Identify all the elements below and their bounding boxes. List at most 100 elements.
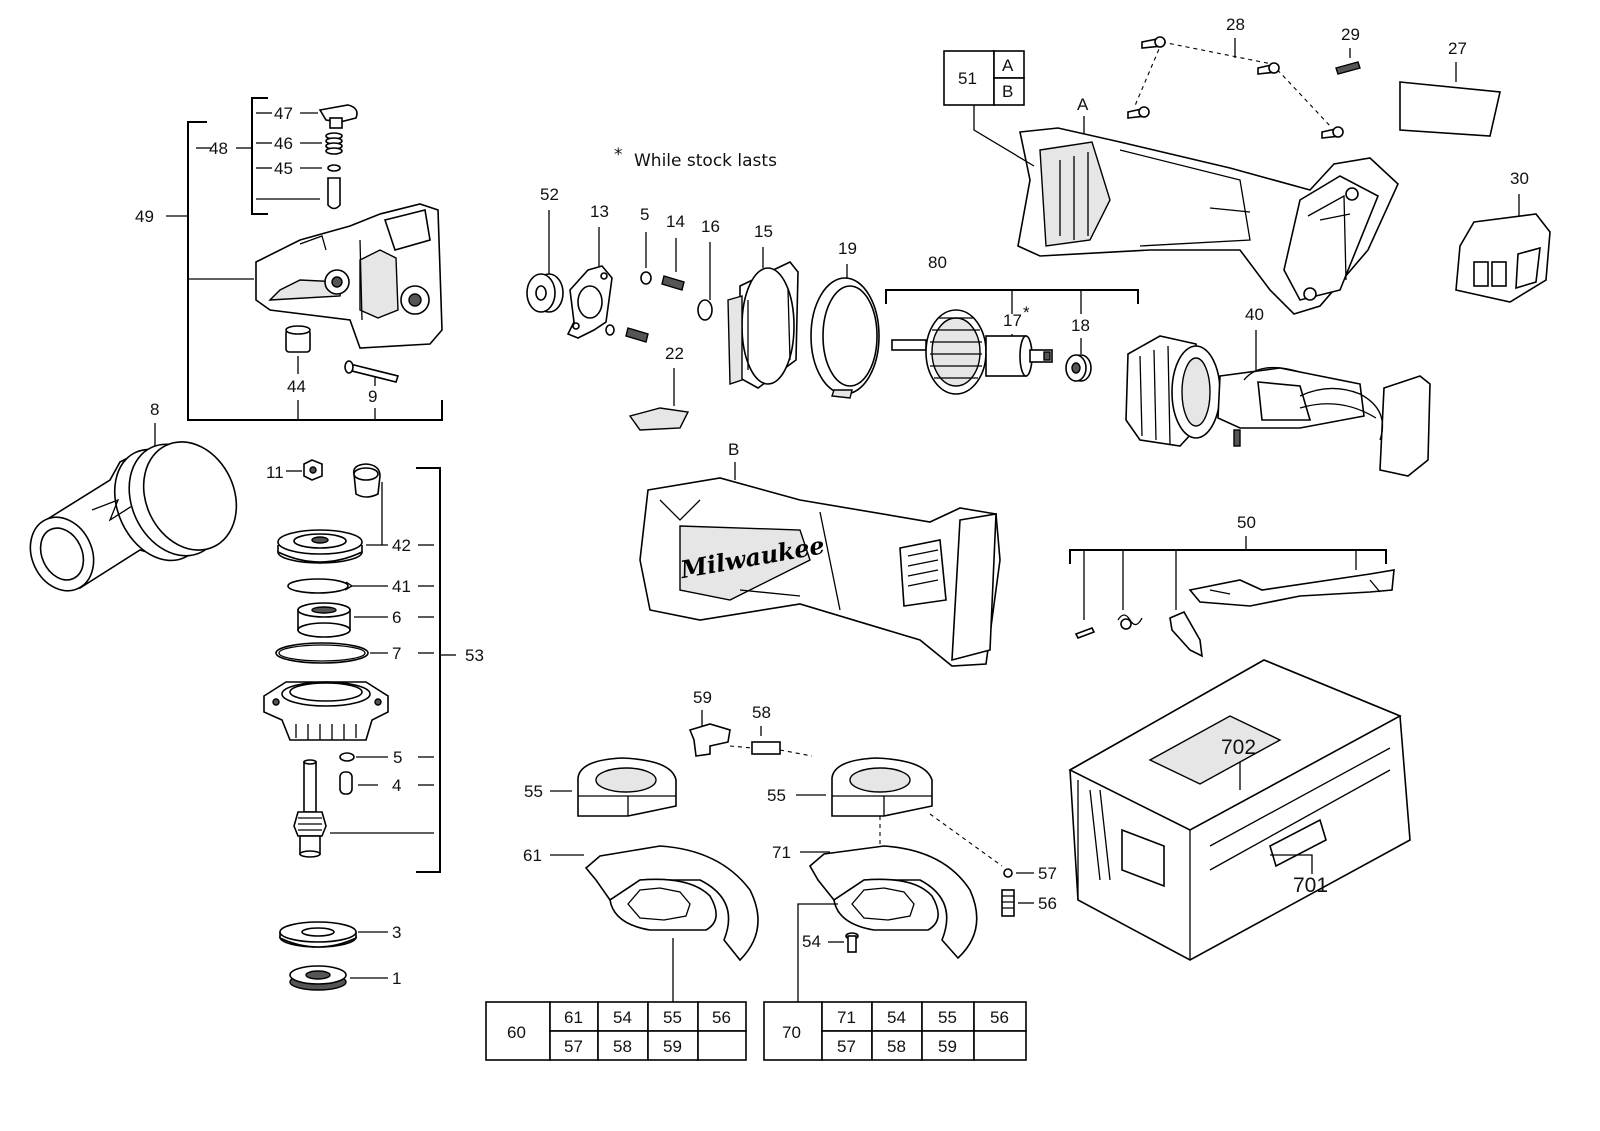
ring-part-19 [810, 277, 880, 399]
screw-part-14b [625, 327, 649, 343]
label-44: 44 [287, 377, 306, 396]
label-13: 13 [590, 202, 609, 221]
screws-part-28 [1127, 36, 1344, 139]
trigger-parts-50 [1074, 569, 1395, 658]
label-59: 59 [693, 688, 712, 707]
bracket-50 [1069, 549, 1387, 564]
guard-part-71 [808, 845, 978, 960]
label-701: 701 [1293, 874, 1328, 897]
kit-70-r1c4: 56 [990, 1008, 1009, 1027]
bearing-part-52 [526, 273, 564, 313]
label-41: 41 [392, 577, 411, 596]
label-5-spindle: 5 [393, 748, 402, 767]
label-55-right: 55 [767, 786, 786, 805]
carry-case-701 [1068, 659, 1411, 961]
washer-part-5b [339, 752, 355, 762]
label-52: 52 [540, 185, 559, 204]
circlip-part-41 [287, 578, 354, 594]
kit-60-r1c4: 56 [712, 1008, 731, 1027]
label-5-top: 5 [640, 205, 649, 224]
kit-70-r2c3: 59 [938, 1037, 957, 1056]
kit-70-r2c1: 57 [837, 1037, 856, 1056]
label-61: 61 [523, 846, 542, 865]
label-46: 46 [274, 134, 293, 153]
kit-60-id: 60 [507, 1023, 526, 1042]
housing-half-B: Milwaukee [639, 477, 1001, 667]
washer-part-16 [697, 299, 713, 321]
kit-51-b: B [1002, 82, 1013, 101]
stator-switch-assembly-40 [1125, 335, 1431, 477]
label-53: 53 [465, 646, 484, 665]
label-27: 27 [1448, 39, 1467, 58]
inner-flange-part-3 [279, 921, 357, 948]
bracket-48 [251, 97, 268, 215]
oring-part-7 [275, 642, 369, 664]
label-B: B [728, 440, 739, 459]
washer-part-5a [640, 271, 652, 285]
label-17-star: * [1023, 303, 1030, 322]
battery-clip-part-30 [1455, 213, 1551, 303]
label-14: 14 [666, 212, 685, 231]
baffle-part-15 [727, 261, 799, 389]
spring-part-56 [1001, 889, 1015, 917]
nameplate-part-27 [1399, 81, 1501, 137]
label-80: 80 [928, 253, 947, 272]
label-8: 8 [150, 400, 159, 419]
label-40: 40 [1245, 305, 1264, 324]
label-55-left: 55 [524, 782, 543, 801]
label-50: 50 [1237, 513, 1256, 532]
note-star: * [614, 145, 623, 165]
bearing-flange-plate [263, 681, 389, 741]
label-702: 702 [1221, 736, 1256, 759]
label-57: 57 [1038, 864, 1057, 883]
kit-51-id: 51 [958, 69, 977, 88]
bracket-53 [416, 467, 441, 873]
label-45: 45 [274, 159, 293, 178]
kit-table-70: 70 71 54 55 56 57 58 59 [763, 1001, 1027, 1061]
label-28: 28 [1226, 15, 1245, 34]
kit-70-r1c3: 55 [938, 1008, 957, 1027]
spindle-group: 53 11 42 41 [263, 459, 484, 873]
label-71: 71 [772, 843, 791, 862]
label-11: 11 [266, 463, 284, 482]
bracket-49 [187, 121, 443, 421]
kit-60-r1c2: 54 [613, 1008, 632, 1027]
guard-part-61 [584, 845, 759, 962]
kit-60-r2c1: 57 [564, 1037, 583, 1056]
spring-part-46 [325, 132, 343, 155]
label-3: 3 [392, 923, 401, 942]
label-29: 29 [1341, 25, 1360, 44]
label-6: 6 [392, 608, 401, 627]
label-48: 48 [209, 139, 228, 158]
armature-part-17 [891, 309, 1053, 395]
label-58: 58 [752, 703, 771, 722]
screw-part-29 [1335, 61, 1361, 75]
bearing-part-18 [1065, 354, 1092, 382]
ball-part-57 [1003, 868, 1013, 878]
lever-part-59 [688, 723, 731, 757]
gear-case-housing [255, 203, 443, 349]
ring-part-45 [327, 164, 341, 172]
kit-51-a: A [1002, 56, 1014, 75]
lock-pin-part [327, 177, 341, 210]
screw-part-9 [346, 363, 400, 383]
kit-70-r1c2: 54 [887, 1008, 906, 1027]
label-17: 17 [1003, 311, 1022, 330]
kit-60-r1c3: 55 [663, 1008, 682, 1027]
spindle-shaft [293, 759, 327, 858]
bearing-retainer-part-13 [566, 265, 613, 339]
label-4: 4 [392, 776, 401, 795]
label-30: 30 [1510, 169, 1529, 188]
knob-stem [329, 117, 343, 129]
kit-70-r2c2: 58 [887, 1037, 906, 1056]
kit-70-r1c1: 71 [837, 1008, 856, 1027]
label-19: 19 [838, 239, 857, 258]
label-16: 16 [701, 217, 720, 236]
label-1: 1 [392, 969, 401, 988]
label-7: 7 [392, 644, 401, 663]
screw-part-14a [661, 275, 685, 291]
kit-table-51: 51 A B [943, 50, 1035, 167]
spring-part-58 [751, 741, 781, 755]
label-49: 49 [135, 207, 154, 226]
